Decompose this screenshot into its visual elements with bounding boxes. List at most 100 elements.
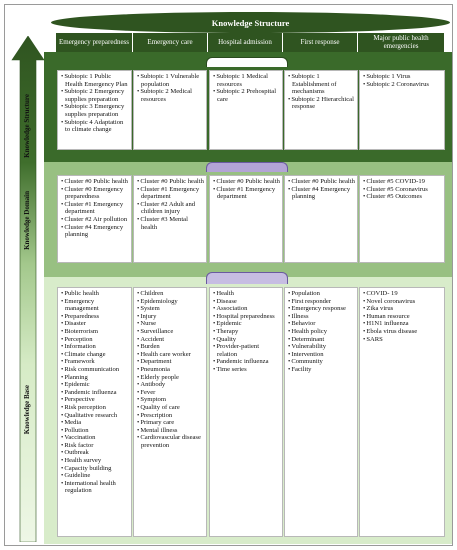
list-item: Ebola virus disease	[363, 328, 442, 336]
list-item: Cluster #0 Public health	[61, 178, 129, 186]
cell-structure-3: Subtopic 1 Medical resourcesSubtopic 2 P…	[209, 70, 283, 150]
cell-list: Subtopic 1 Medical resourcesSubtopic 2 P…	[213, 73, 280, 103]
list-item: Primary care	[137, 419, 204, 427]
list-item: Climate change	[61, 351, 129, 359]
level-label-knowledge-base: Knowledge Base	[23, 385, 31, 435]
base-tab-connector	[206, 272, 288, 284]
list-item: Subtopic 2 Prehospital care	[213, 88, 280, 103]
list-item: Risk factor	[61, 442, 129, 450]
list-item: Cluster #5 Outcomes	[363, 193, 442, 201]
cell-list: Cluster #5 COVID-19Cluster #5 Coronaviru…	[363, 178, 442, 201]
list-item: Media	[61, 419, 129, 427]
list-item: Hospital preparedness	[213, 313, 280, 321]
list-item: Subtopic 2 Coronavirus	[363, 81, 442, 89]
list-item: Cluster #4 Emergency planning	[61, 224, 129, 239]
cell-domain-5: Cluster #5 COVID-19Cluster #5 Coronaviru…	[359, 175, 445, 263]
list-item: Subtopic 1 Vulnerable population	[137, 73, 204, 88]
list-item: Emergency response	[288, 305, 355, 313]
cell-structure-4: Subtopic 1 Establishment of mechanismsSu…	[284, 70, 358, 150]
cell-base-4: PopulationFirst responderEmergency respo…	[284, 287, 358, 537]
list-item: Cluster #2 Air pollution	[61, 216, 129, 224]
list-item: Health	[213, 290, 280, 298]
list-item: Preparedness	[61, 313, 129, 321]
list-item: Cluster #0 Public health	[288, 178, 355, 186]
list-item: Intervention	[288, 351, 355, 359]
list-item: Population	[288, 290, 355, 298]
list-item: Nurse	[137, 320, 204, 328]
cell-list: Cluster #0 Public healthCluster #1 Emerg…	[137, 178, 204, 231]
list-item: Prescription	[137, 412, 204, 420]
cell-base-5: COVID- 19Novel coronavirusZika virusHuma…	[359, 287, 445, 537]
list-item: Cluster #0 Emergency preparedness	[61, 186, 129, 201]
list-item: COVID- 19	[363, 290, 442, 298]
list-item: Illness	[288, 313, 355, 321]
list-item: System	[137, 305, 204, 313]
list-item: Fever	[137, 389, 204, 397]
list-item: Capacity building	[61, 465, 129, 473]
list-item: H1N1 influenza	[363, 320, 442, 328]
list-item: Epidemiology	[137, 298, 204, 306]
list-item: Novel coronavirus	[363, 298, 442, 306]
cell-list: Subtopic 1 VirusSubtopic 2 Coronavirus	[363, 73, 442, 88]
cell-list: COVID- 19Novel coronavirusZika virusHuma…	[363, 290, 442, 343]
cell-structure-5: Subtopic 1 VirusSubtopic 2 Coronavirus	[359, 70, 445, 150]
list-item: Vulnerability	[288, 343, 355, 351]
list-item: Risk communication	[61, 366, 129, 374]
list-item: Risk perception	[61, 404, 129, 412]
cell-structure-1: Subtopic 1 Public Health Emergency PlanS…	[57, 70, 132, 150]
list-item: First responder	[288, 298, 355, 306]
list-item: Epidemic	[213, 320, 280, 328]
list-item: Cluster #1 Emergency department	[137, 186, 204, 201]
list-item: Cluster #2 Adult and children injury	[137, 201, 204, 216]
column-header-major-public-health-emergencies: Major public health emergencies	[358, 33, 444, 52]
list-item: Human resource	[363, 313, 442, 321]
list-item: Association	[213, 305, 280, 313]
list-item: Public health	[61, 290, 129, 298]
list-item: Outbreak	[61, 449, 129, 457]
list-item: Department	[137, 358, 204, 366]
list-item: International health regulation	[61, 480, 129, 495]
list-item: Disaster	[61, 320, 129, 328]
list-item: Planning	[61, 374, 129, 382]
list-item: Symptom	[137, 396, 204, 404]
level-label-base-wrap: Knowledge Base	[12, 370, 42, 450]
list-item: Information	[61, 343, 129, 351]
list-item: Accident	[137, 336, 204, 344]
level-label-domain-wrap: Knowledge Domain	[12, 180, 42, 260]
list-item: Bioterrorism	[61, 328, 129, 336]
list-item: Subtopic 3 Emergency supplies preparatio…	[61, 103, 129, 118]
column-header-first-response: First response	[283, 33, 357, 52]
cell-list: Cluster #0 Public healthCluster #1 Emerg…	[213, 178, 280, 201]
list-item: Cluster #4 Emergency planning	[288, 186, 355, 201]
list-item: Subtopic 2 Medical resources	[137, 88, 204, 103]
list-item: Behavior	[288, 320, 355, 328]
list-item: Cluster #5 COVID-19	[363, 178, 442, 186]
list-item: Mental illness	[137, 427, 204, 435]
list-item: Guideline	[61, 472, 129, 480]
level-label-knowledge-domain: Knowledge Domain	[23, 190, 31, 250]
list-item: Cardiovascular disease prevention	[137, 434, 204, 449]
cell-list: Subtopic 1 Establishment of mechanismsSu…	[288, 73, 355, 111]
list-item: Framework	[61, 358, 129, 366]
cell-domain-3: Cluster #0 Public healthCluster #1 Emerg…	[209, 175, 283, 263]
list-item: Antibody	[137, 381, 204, 389]
structure-tab-connector	[206, 57, 288, 67]
list-item: Quality of care	[137, 404, 204, 412]
list-item: Qualitative research	[61, 412, 129, 420]
level-label-structure-wrap: Knowledge Structure	[12, 82, 42, 170]
cell-list: HealthDiseaseAssociationHospital prepare…	[213, 290, 280, 374]
cell-domain-1: Cluster #0 Public healthCluster #0 Emerg…	[57, 175, 132, 263]
cell-domain-2: Cluster #0 Public healthCluster #1 Emerg…	[133, 175, 207, 263]
list-item: Pollution	[61, 427, 129, 435]
list-item: Disease	[213, 298, 280, 306]
list-item: Cluster #5 Coronavirus	[363, 186, 442, 194]
list-item: Health survey	[61, 457, 129, 465]
list-item: Cluster #0 Public health	[137, 178, 204, 186]
list-item: Determinant	[288, 336, 355, 344]
list-item: Cluster #3 Mental health	[137, 216, 204, 231]
cell-base-2: ChildrenEpidemiologySystemInjuryNurseSur…	[133, 287, 207, 537]
list-item: Zika virus	[363, 305, 442, 313]
list-item: Cluster #0 Public health	[213, 178, 280, 186]
list-item: Cluster #1 Emergency department	[61, 201, 129, 216]
list-item: Pneumonia	[137, 366, 204, 374]
